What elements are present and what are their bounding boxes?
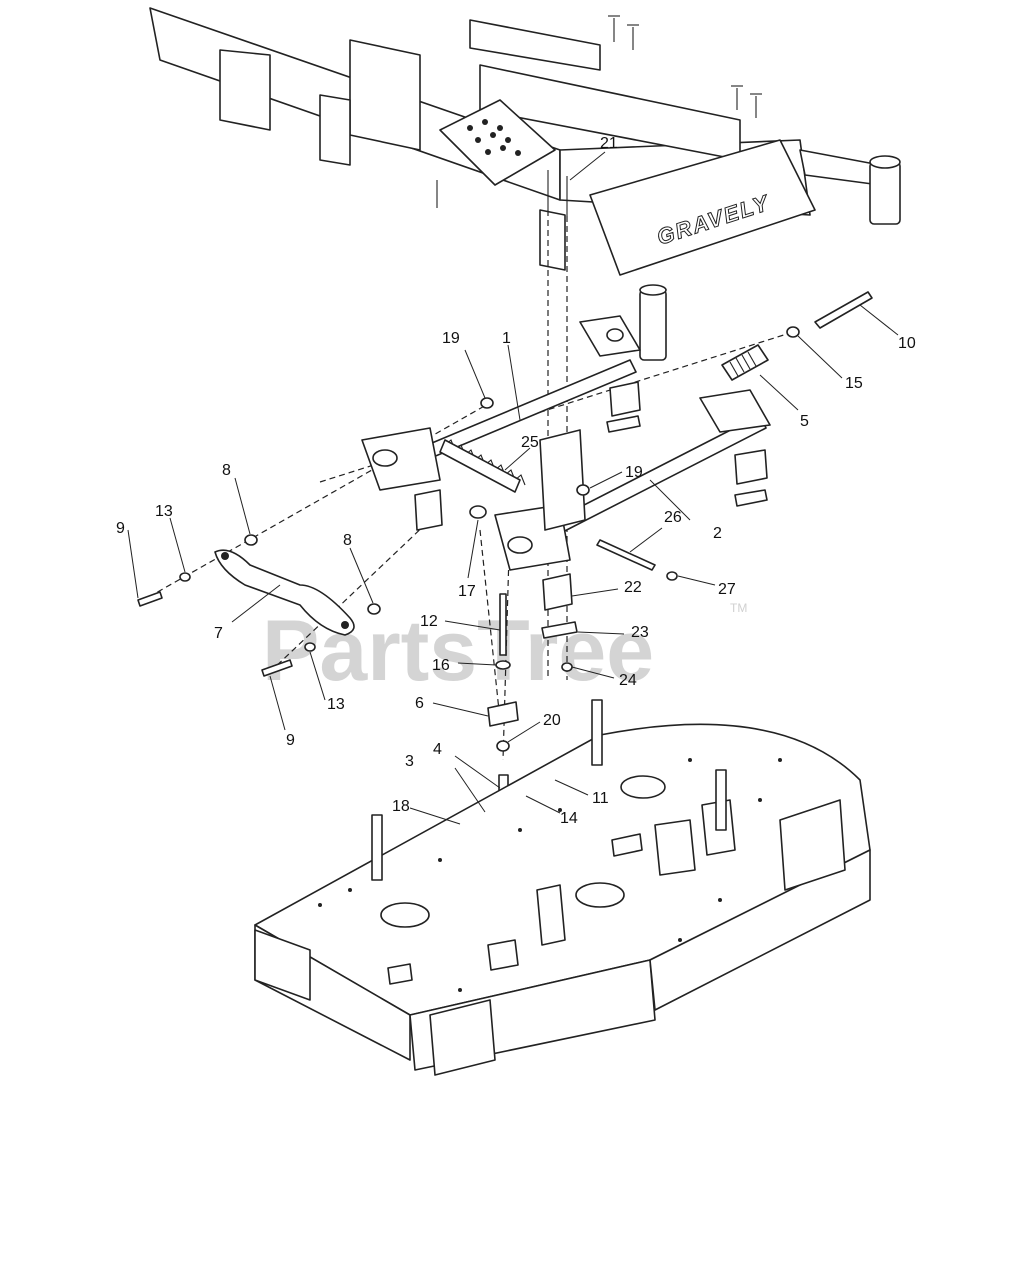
mower-deck (254, 699, 871, 1076)
callout-13a: 13 (155, 503, 173, 520)
callout-17: 17 (458, 583, 476, 600)
callout-8b: 8 (343, 532, 352, 549)
callout-4: 4 (433, 741, 442, 758)
callout-3: 3 (405, 753, 414, 770)
callout-24: 24 (619, 672, 637, 689)
callout-2: 2 (713, 525, 722, 542)
callout-8a: 8 (222, 462, 231, 479)
callout-19b: 19 (625, 464, 643, 481)
callout-5: 5 (800, 413, 809, 430)
callout-1: 1 (502, 330, 511, 347)
callout-16: 16 (432, 657, 450, 674)
callout-19a: 19 (442, 330, 460, 347)
link-7 (214, 549, 355, 636)
callout-11: 11 (592, 790, 609, 807)
callout-9a: 9 (116, 520, 125, 537)
watermark-trademark: TM (730, 601, 747, 615)
callout-12: 12 (420, 613, 438, 630)
spring-25 (439, 439, 526, 493)
callout-25: 25 (521, 434, 539, 451)
callout-18: 18 (392, 798, 410, 815)
callout-27: 27 (718, 581, 736, 598)
tractor-frame: GRAVELY (149, 7, 901, 361)
hardware (137, 381, 768, 832)
pin-10 (786, 291, 873, 338)
lift-shaft-1 (361, 315, 641, 491)
callout-7: 7 (214, 625, 223, 642)
callout-15: 15 (845, 375, 863, 392)
callout-20: 20 (543, 712, 561, 729)
callout-13b: 13 (327, 696, 345, 713)
callouts: 1 2 3 4 5 6 7 8 8 9 9 10 11 12 13 13 14 … (116, 135, 916, 827)
lift-shaft-2 (494, 389, 771, 571)
callout-21: 21 (600, 135, 618, 152)
callout-14: 14 (560, 810, 578, 827)
roller-5 (721, 344, 769, 381)
callout-22: 22 (624, 579, 642, 596)
callout-10: 10 (898, 335, 916, 352)
callout-9b: 9 (286, 732, 295, 749)
callout-23: 23 (631, 624, 649, 641)
leader-lines (127, 151, 899, 825)
callout-26: 26 (664, 509, 682, 526)
callout-6: 6 (415, 695, 424, 712)
